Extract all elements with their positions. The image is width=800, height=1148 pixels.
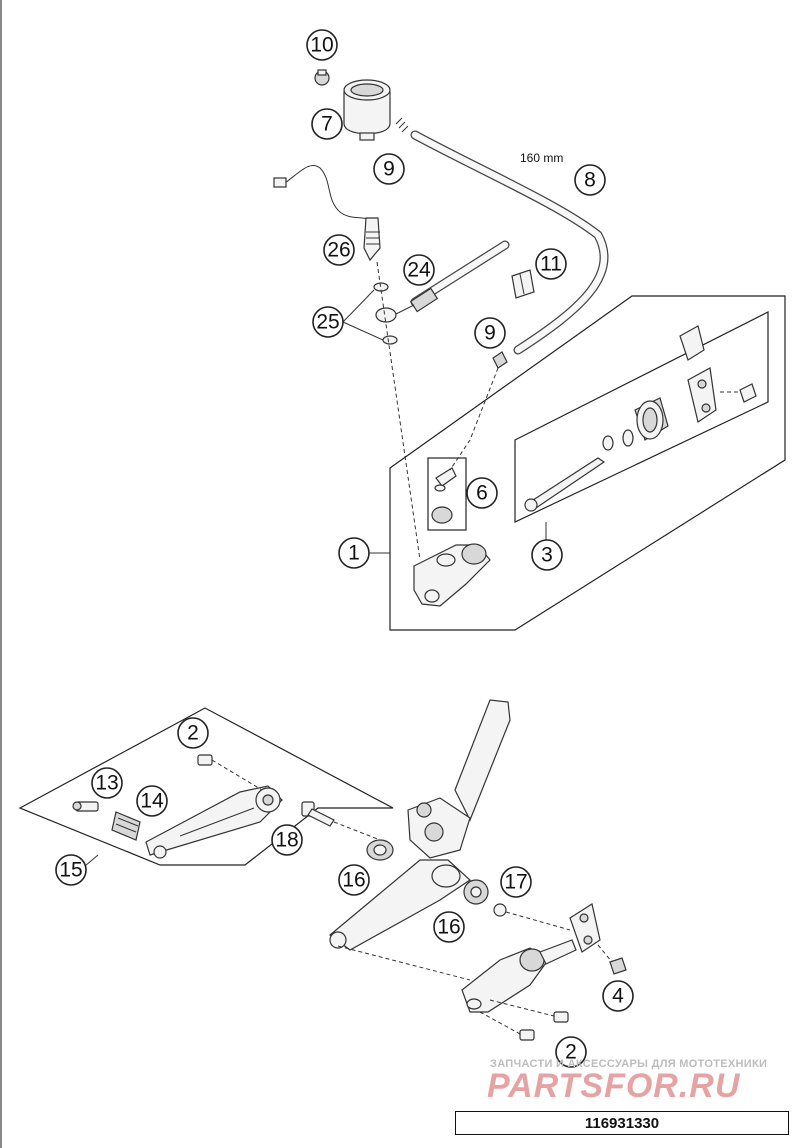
reservoir-hose (410, 130, 609, 355)
svg-text:14: 14 (140, 790, 164, 813)
kit-outline-fitting (427, 457, 467, 531)
callout-16: 16 (338, 864, 370, 896)
reservoir-cap-screw (314, 69, 330, 86)
svg-text:1: 1 (348, 542, 360, 565)
fluid-reservoir (343, 79, 391, 141)
callout-7: 7 (311, 108, 343, 140)
callout-9: 9 (373, 153, 405, 185)
svg-text:4: 4 (612, 985, 624, 1008)
page-edge-line (0, 0, 2, 1148)
leader-15 (84, 854, 99, 867)
svg-text:9: 9 (383, 158, 395, 181)
bushing-left (366, 839, 394, 861)
watermark-tagline: ЗАПЧАСТИ И АКСЕССУАРЫ ДЛЯ МОТОТЕХНИКИ (490, 1058, 767, 1070)
callout-18: 18 (271, 824, 303, 856)
svg-text:8: 8 (584, 169, 596, 192)
assembly-axis-line (449, 367, 499, 471)
svg-text:18: 18 (275, 829, 298, 852)
brake-lever (145, 785, 283, 859)
callout-24: 24 (403, 254, 435, 286)
callout-15: 15 (55, 854, 87, 886)
pushrod-clevis (569, 903, 601, 953)
svg-text:11: 11 (540, 253, 562, 276)
svg-text:26: 26 (327, 239, 350, 262)
svg-text:6: 6 (476, 482, 488, 505)
kit-outline-brake-lever (18, 707, 394, 866)
callout-13: 13 (91, 767, 123, 799)
callout-25: 25 (312, 306, 344, 338)
hose-length-label: 160 mm (520, 151, 563, 165)
svg-text:7: 7 (321, 113, 333, 136)
hose-clamp-lower (492, 351, 508, 369)
svg-text:17: 17 (504, 871, 527, 894)
hose-clamp-upper (395, 117, 409, 133)
svg-text:25: 25 (316, 311, 339, 334)
callout-11: 11 (535, 248, 567, 280)
leader-25 (342, 289, 384, 341)
svg-text:2: 2 (565, 1041, 577, 1064)
callout-1: 1 (338, 537, 370, 569)
bolt-upper (197, 754, 263, 791)
brake-line (375, 240, 510, 323)
reservoir-fitting (431, 467, 457, 524)
callout-10: 10 (306, 29, 338, 61)
svg-text:24: 24 (407, 259, 431, 282)
master-cylinder-body (413, 543, 491, 607)
callout-9: 9 (474, 317, 506, 349)
footrest-bracket (329, 699, 511, 981)
callout-26: 26 (323, 234, 355, 266)
svg-text:16: 16 (437, 916, 460, 939)
pressure-switch-with-cable (273, 164, 381, 262)
callout-17: 17 (500, 866, 532, 898)
callout-4: 4 (602, 980, 634, 1012)
washer (493, 903, 571, 931)
svg-text:10: 10 (310, 34, 333, 57)
kit-outline-master-cylinder (389, 295, 786, 631)
svg-text:3: 3 (541, 544, 553, 567)
svg-text:13: 13 (95, 772, 118, 795)
bushing-right (463, 879, 489, 905)
hose-clip (511, 269, 535, 299)
diagram-code-box: 116931330 (455, 1111, 789, 1135)
lever-bolt (72, 801, 99, 812)
piston-rod-kit (524, 325, 757, 512)
callout-2: 2 (555, 1036, 587, 1068)
callout-2: 2 (177, 717, 209, 749)
lever-rubber-tip (111, 811, 141, 841)
assembly-axis-line (376, 261, 421, 561)
callout-8: 8 (574, 164, 606, 196)
svg-text:15: 15 (59, 859, 82, 882)
callout-3: 3 (531, 539, 563, 571)
svg-text:16: 16 (342, 869, 365, 892)
bolts-lower (479, 999, 569, 1041)
callout-16: 16 (433, 911, 465, 943)
nut (597, 944, 627, 975)
svg-text:2: 2 (187, 722, 199, 745)
callout-6: 6 (466, 477, 498, 509)
svg-text:9: 9 (484, 322, 496, 345)
diagram-code: 116931330 (584, 1114, 660, 1132)
callout-14: 14 (136, 785, 168, 817)
pivot-bolt (301, 801, 381, 841)
rear-master-cylinder (461, 939, 577, 1013)
watermark-brand: PARTSFOR.RU (487, 1067, 741, 1105)
kit-outline-piston-rod (514, 311, 769, 523)
